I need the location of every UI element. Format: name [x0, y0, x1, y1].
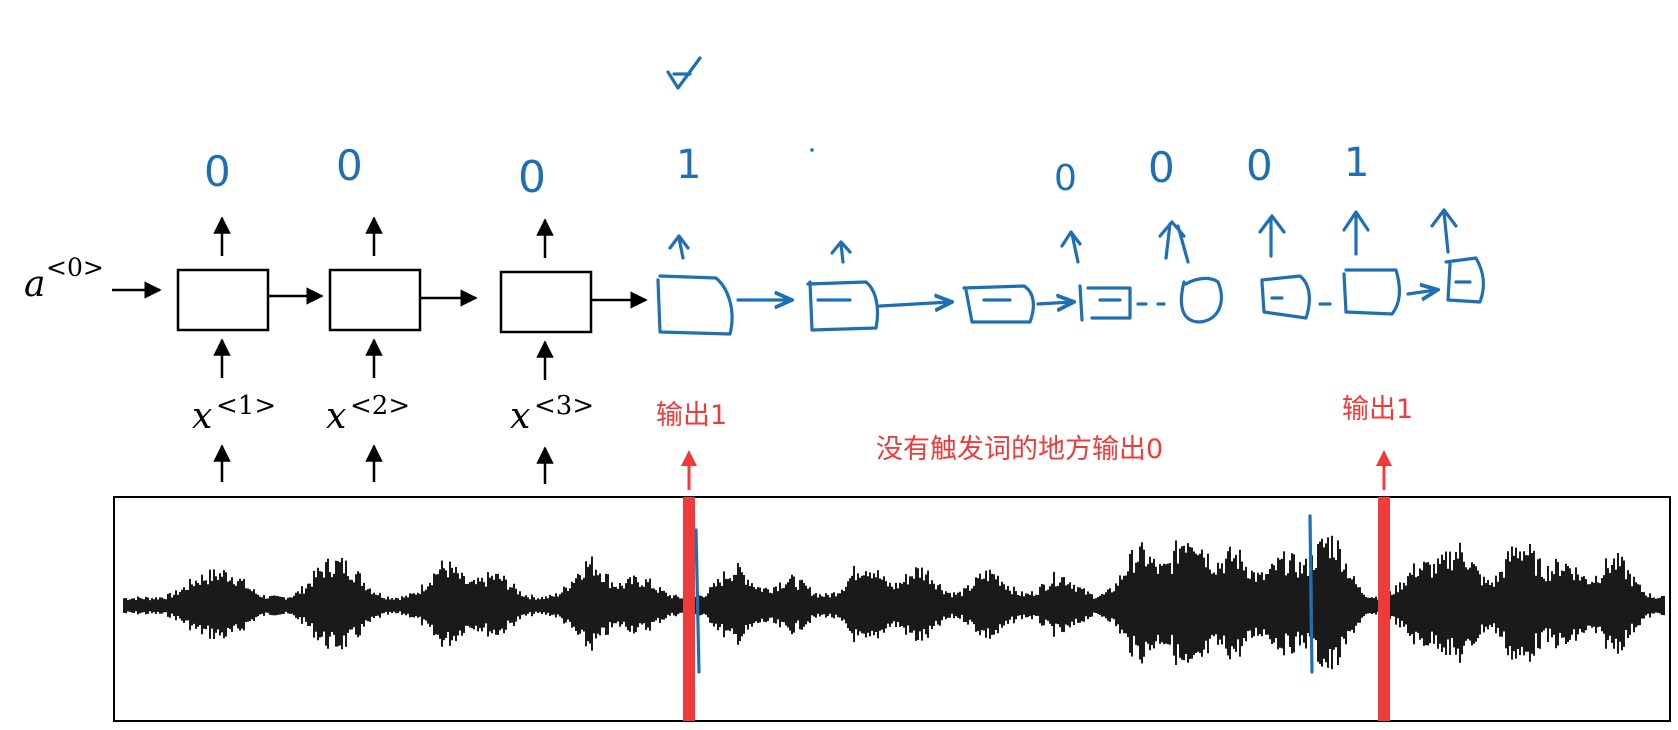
annotation-right-output: 输出1: [1342, 394, 1413, 425]
trigger-marker-2: [1378, 497, 1390, 721]
annotation-no-trigger: 没有触发词的地方输出0: [876, 434, 1163, 465]
hw-cell-1: [656, 274, 734, 336]
hw-output-3: 0: [518, 152, 546, 203]
handwritten-extension: 0 0 0 1 0 0 0 1: [204, 56, 1486, 336]
audio-waveform: [123, 535, 1665, 670]
hw-hidden-arrow-3: [1036, 302, 1072, 304]
input-1-sup: <1>: [216, 391, 276, 421]
hw-cell-8: [1444, 256, 1486, 304]
annotation-left-output: 输出1: [656, 400, 727, 431]
hw-cell-5: [1179, 276, 1223, 324]
hw-cell-7: [1342, 268, 1402, 316]
input-2-sup: <2>: [350, 391, 410, 421]
hw-output-5: 0: [1054, 158, 1077, 199]
hw-trigger-line-2: [1308, 514, 1314, 674]
hw-output-4: 1: [676, 142, 701, 188]
hw-cell-4: [1078, 284, 1132, 322]
hw-up-arrow-5: [1258, 214, 1286, 258]
hw-output-6: 0: [1148, 143, 1175, 192]
hw-cell-6: [1260, 274, 1311, 320]
input-3-sup: <3>: [534, 391, 594, 421]
input-3-base: x: [510, 396, 530, 437]
trigger-arrowhead-1: [681, 450, 697, 466]
hw-up-arrow-2: [830, 240, 852, 264]
trigger-arrowhead-2: [1376, 450, 1392, 466]
hw-hidden-arrow-2: [878, 302, 950, 306]
initial-state-label: a <0>: [24, 253, 104, 305]
hw-output-1: 0: [204, 147, 231, 196]
hw-output-7: 0: [1246, 141, 1273, 190]
check-mark-icon: [666, 56, 702, 90]
waveform-trace: [123, 535, 1665, 670]
hw-cell-3: [962, 284, 1035, 324]
rnn-cell-1: [176, 268, 270, 332]
rnn-cell-3: [499, 270, 593, 334]
ink-dot: [810, 148, 814, 152]
hw-output-8: 1: [1344, 140, 1369, 186]
hw-trigger-line-1: [694, 528, 701, 674]
trigger-marker-1: [683, 497, 695, 721]
input-label-3: x <3>: [510, 391, 594, 437]
input-label-2: x <2>: [326, 391, 410, 437]
hw-output-2: 0: [336, 141, 363, 190]
hw-up-arrow-3: [1060, 230, 1082, 264]
hw-up-arrow-4: [1158, 220, 1190, 264]
input-label-1: x <1>: [192, 391, 276, 437]
hw-up-arrow-7: [1430, 208, 1458, 254]
input-2-base: x: [326, 396, 346, 437]
hw-up-arrow-1: [668, 234, 690, 260]
rnn-cell-2: [328, 268, 422, 332]
hw-hidden-arrow-4: [1406, 290, 1436, 294]
initial-state-sup: <0>: [46, 253, 104, 282]
input-1-base: x: [192, 396, 212, 437]
initial-state-base: a: [24, 264, 45, 305]
hw-up-arrow-6: [1342, 210, 1370, 256]
hw-cell-2: [806, 280, 880, 332]
